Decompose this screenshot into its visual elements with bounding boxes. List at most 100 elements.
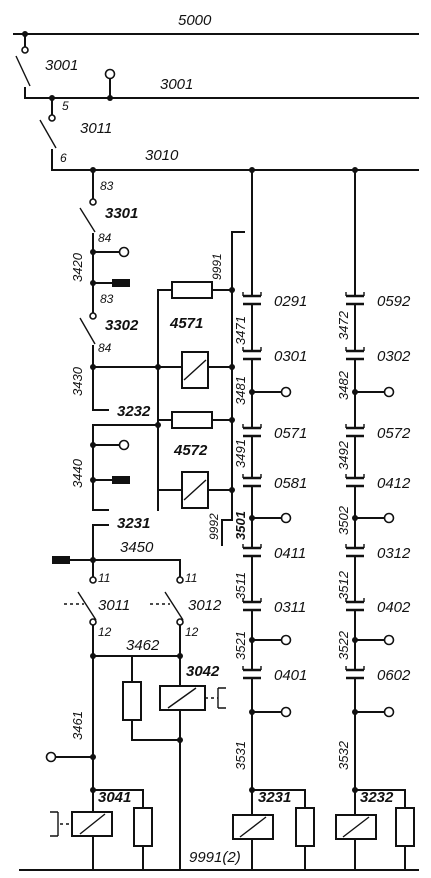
- switch-3011b-blade: [77, 591, 97, 621]
- switch-pivot: [21, 46, 29, 54]
- wire-3450-label: 3450: [120, 539, 154, 556]
- terminal: [45, 751, 57, 763]
- switch-pivot: [89, 312, 97, 320]
- bus-3010-label: 3010: [145, 147, 179, 164]
- wire-3502-label: 3502: [336, 505, 351, 535]
- relay-3041-timing-mark: [50, 811, 59, 837]
- terminal: [383, 512, 395, 524]
- junction: [90, 557, 96, 563]
- junction: [90, 653, 96, 659]
- junction: [22, 31, 28, 37]
- junction: [229, 364, 235, 370]
- wire-3521-label: 3521: [233, 631, 248, 660]
- node-11a-label: 11: [98, 571, 110, 585]
- terminal: [383, 706, 395, 718]
- node-83b-label: 83: [100, 292, 114, 306]
- wire-3522-label: 3522: [336, 630, 351, 660]
- wire-3461-label: 3461: [70, 711, 85, 740]
- contact-label: 0412: [377, 475, 411, 492]
- wire-3430-label: 3430: [70, 366, 85, 396]
- junction: [90, 754, 96, 760]
- bus-5000-label: 5000: [178, 12, 212, 29]
- node-83a-label: 83: [100, 179, 114, 193]
- switch-pivot: [176, 576, 184, 584]
- node-84a-label: 84: [98, 231, 112, 245]
- junction: [352, 637, 358, 643]
- contact-label: 0401: [274, 667, 307, 684]
- node-11b-label: 11: [185, 571, 197, 585]
- relay-3231-label: 3231: [258, 789, 291, 806]
- resistor: [395, 807, 415, 847]
- junction: [352, 515, 358, 521]
- node-12a-label: 12: [98, 625, 112, 639]
- switch-3012-label: 3012: [188, 597, 222, 614]
- contact-label: 0571: [274, 425, 307, 442]
- wire-3481-label: 3481: [233, 376, 248, 405]
- wire-3492-label: 3492: [336, 440, 351, 470]
- switch-3302-label: 3302: [105, 317, 139, 334]
- contact-label: 0411: [274, 545, 306, 562]
- junction: [90, 442, 96, 448]
- contact-label: 0402: [377, 599, 411, 616]
- resistor: [133, 807, 153, 847]
- contact-label: 0602: [377, 667, 411, 684]
- wire-3232-label: 3232: [117, 403, 151, 420]
- junction: [177, 737, 183, 743]
- junction: [107, 95, 113, 101]
- switch-pivot: [89, 576, 97, 584]
- relay-3231-slash: [239, 816, 267, 838]
- wire-3511-label: 3511: [233, 572, 248, 600]
- relay-3041-slash: [79, 813, 106, 835]
- terminal: [280, 386, 292, 398]
- terminal: [118, 439, 130, 451]
- wire-3532-label: 3532: [336, 740, 351, 770]
- junction: [249, 709, 255, 715]
- junction: [229, 287, 235, 293]
- switch-3011b-label: 3011: [98, 597, 130, 614]
- terminal: [383, 634, 395, 646]
- switch-3012-blade: [164, 591, 184, 621]
- wire-3472-label: 3472: [336, 310, 351, 340]
- wire-3531-label: 3531: [233, 741, 248, 770]
- bus-3001-label: 3001: [160, 76, 193, 93]
- switch-pivot: [89, 198, 97, 206]
- junction: [90, 280, 96, 286]
- wire-3420-label: 3420: [70, 252, 85, 282]
- wire-3231-label: 3231: [117, 515, 150, 532]
- switch-3001-blade: [15, 55, 31, 87]
- wire-3462-label: 3462: [126, 637, 160, 654]
- switch-3001-label: 3001: [45, 57, 78, 74]
- relay-4571-label: 4571: [169, 315, 203, 332]
- relay-3232-slash: [342, 816, 370, 838]
- contact-label: 0311: [274, 599, 306, 616]
- bus-9991-2-label: 9991(2): [189, 849, 241, 866]
- switch-3301-blade: [79, 207, 96, 233]
- wire-3482-label: 3482: [336, 370, 351, 400]
- resistor-4571: [171, 281, 213, 299]
- connector-block: [112, 279, 130, 287]
- terminal: [280, 512, 292, 524]
- junction: [229, 417, 235, 423]
- wire-3512-label: 3512: [336, 570, 351, 600]
- contact-label: 0312: [377, 545, 411, 562]
- junction: [249, 389, 255, 395]
- node-84b-label: 84: [98, 341, 112, 355]
- resistor: [122, 681, 142, 721]
- wire-3440-label: 3440: [70, 458, 85, 488]
- junction: [249, 515, 255, 521]
- terminal: [383, 386, 395, 398]
- switch-3011-label: 3011: [80, 120, 112, 137]
- relay-3042-label: 3042: [186, 663, 220, 680]
- connector-block: [52, 556, 70, 564]
- relay-3232-label: 3232: [360, 789, 394, 806]
- contact-label: 0301: [274, 348, 307, 365]
- junction: [352, 709, 358, 715]
- switch-3302-blade: [79, 317, 96, 345]
- contact-label: 0592: [377, 293, 411, 310]
- contact-point: [176, 618, 184, 626]
- relay-4571-slash: [183, 359, 207, 381]
- switch-3011-blade: [39, 119, 57, 149]
